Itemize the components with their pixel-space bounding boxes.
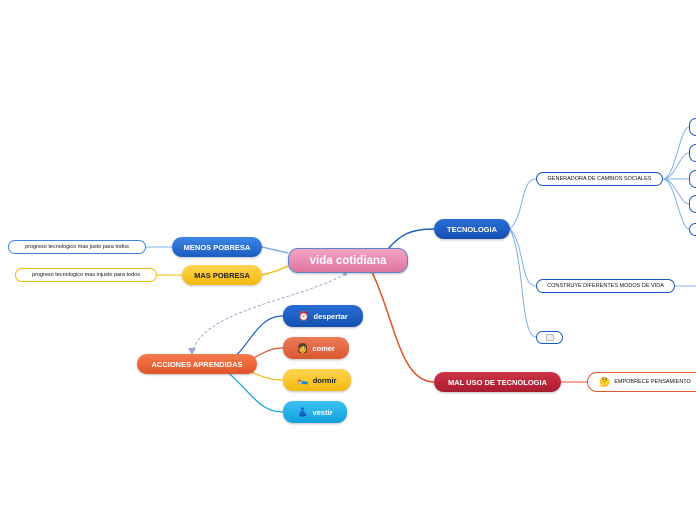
- subtopic-despertar[interactable]: ⏰ despertar: [283, 305, 363, 327]
- topic-tecnologia-label: TECNOLOGIA: [447, 224, 497, 234]
- subtopic-progreso-injusto[interactable]: progreso tecnologico mas injusto para to…: [15, 268, 157, 282]
- central-topic[interactable]: vida cotidiana: [288, 248, 408, 273]
- generadora-child-4[interactable]: [689, 195, 696, 213]
- relationship-start-dot: [343, 272, 347, 276]
- topic-menos-pobresa-label: MENOS POBRESA: [183, 242, 251, 252]
- subtopic-generadora-label: GENERADORA DE CAMBIOS SOCIALES: [547, 176, 652, 182]
- generadora-child-5[interactable]: [689, 223, 696, 236]
- topic-mal-uso-tecnologia[interactable]: MAL USO DE TECNOLOGIA: [434, 372, 561, 392]
- generadora-child-1[interactable]: [689, 118, 696, 136]
- connector-acciones-vestir: [224, 369, 284, 413]
- generadora-child-3[interactable]: [689, 170, 696, 188]
- subtopic-construye-label: CONSTRUYE DIFERENTES MODOS DE VIDA: [547, 283, 664, 289]
- relationship-arrowhead: [188, 348, 196, 355]
- connector-central-tecnologia: [387, 228, 435, 250]
- topic-mas-pobresa-label: MAS POBRESA: [194, 270, 250, 280]
- connector-tec-generadora: [509, 178, 537, 230]
- connector-gen-1: [662, 126, 690, 180]
- subtopic-dormir-label: dormir: [312, 375, 337, 385]
- topic-acciones-aprendidas-label: ACCIONES APRENDIDAS: [151, 359, 243, 369]
- topic-mas-pobresa[interactable]: MAS POBRESA: [182, 265, 262, 285]
- connector-gen-5: [662, 178, 690, 230]
- connector-central-maluso: [371, 271, 435, 383]
- subtopic-empobrece-label: EMPOBRECE PENSAMIENTO: [614, 379, 691, 385]
- connector-central-mas: [261, 265, 289, 276]
- subtopic-vestir[interactable]: 👗 vestir: [283, 401, 347, 423]
- central-topic-label: vida cotidiana: [309, 254, 387, 267]
- subtopic-dormir[interactable]: 🛌 dormir: [283, 369, 351, 391]
- relationship-dashed: [191, 273, 346, 355]
- alarm-clock-icon: ⏰: [298, 310, 310, 321]
- bed-icon: 🛌: [297, 374, 309, 385]
- topic-tecnologia[interactable]: TECNOLOGIA: [434, 219, 510, 239]
- subtopic-comer-label: comer: [312, 343, 335, 353]
- connector-central-menos: [261, 246, 289, 254]
- subtopic-construye[interactable]: CONSTRUYE DIFERENTES MODOS DE VIDA: [536, 279, 675, 293]
- thinking-face-icon: 🤔: [599, 376, 611, 387]
- connector-tec-empty: [509, 228, 537, 338]
- topic-menos-pobresa[interactable]: MENOS POBRESA: [172, 237, 262, 257]
- subtopic-empobrece[interactable]: 🤔 EMPOBRECE PENSAMIENTO: [587, 372, 696, 392]
- person-eating-icon: 👩: [297, 342, 309, 353]
- subtopic-vestir-label: vestir: [312, 407, 333, 417]
- subtopic-progreso-justo[interactable]: progreso tecnologico mas justo para todo…: [8, 240, 146, 254]
- subtopic-despertar-label: despertar: [313, 311, 348, 321]
- subtopic-comer[interactable]: 👩 comer: [283, 337, 349, 359]
- topic-acciones-aprendidas[interactable]: ACCIONES APRENDIDAS: [137, 354, 257, 374]
- connector-gen-2: [662, 152, 690, 180]
- subtopic-progreso-justo-label: progreso tecnologico mas justo para todo…: [25, 244, 129, 250]
- connector-tec-construye: [509, 228, 537, 287]
- empty-topic-icon: [545, 334, 554, 341]
- generadora-child-2[interactable]: [689, 144, 696, 162]
- subtopic-empty[interactable]: [536, 331, 563, 344]
- subtopic-generadora[interactable]: GENERADORA DE CAMBIOS SOCIALES: [536, 172, 663, 186]
- dress-icon: 👗: [297, 406, 309, 417]
- topic-mal-uso-label: MAL USO DE TECNOLOGIA: [447, 377, 548, 387]
- subtopic-progreso-injusto-label: progreso tecnologico mas injusto para to…: [32, 272, 140, 278]
